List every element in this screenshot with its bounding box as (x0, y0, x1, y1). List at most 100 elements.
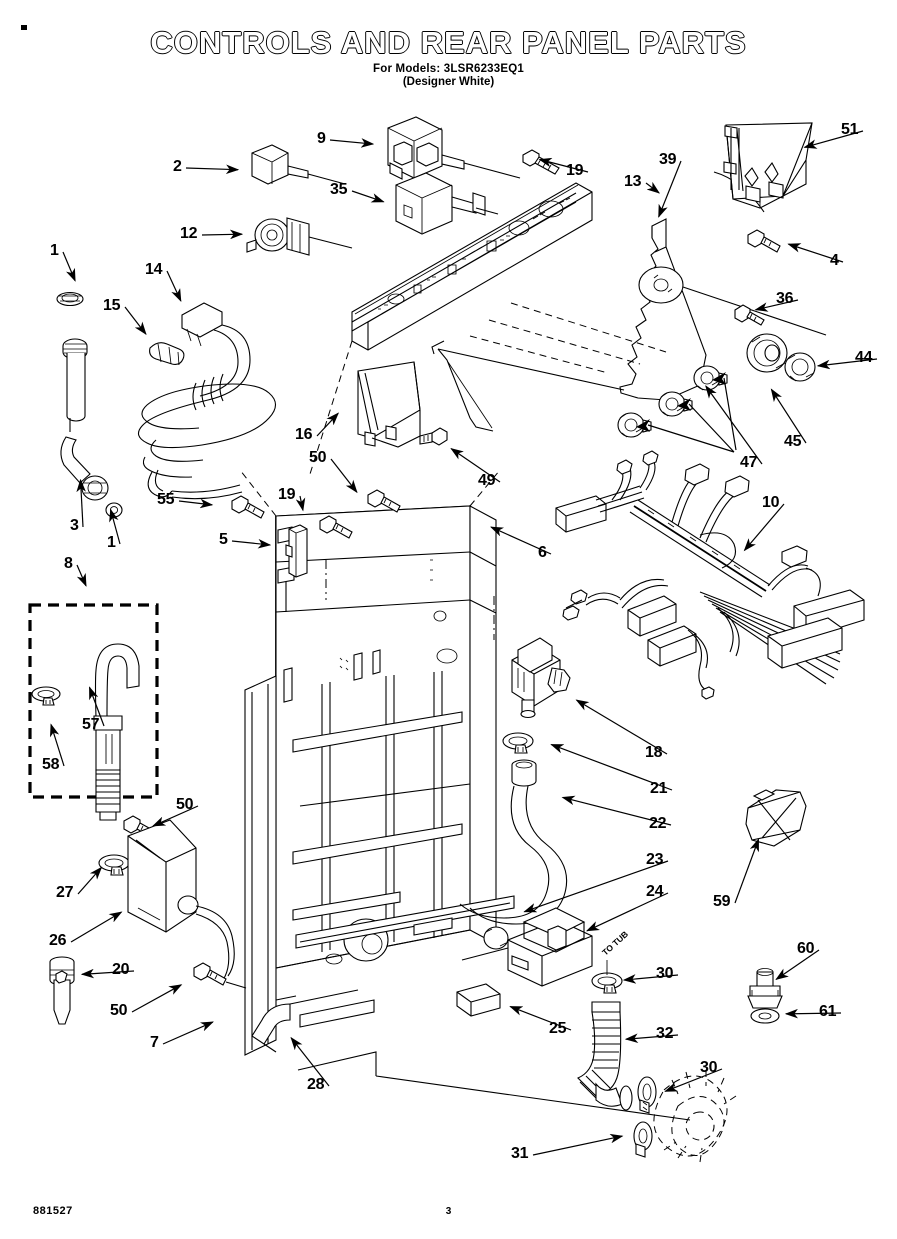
part-1-washer-top (57, 293, 83, 306)
document-number: 881527 (33, 1205, 73, 1217)
callout-number: 19 (278, 486, 296, 503)
page-title: CONTROLS AND REAR PANEL PARTS (150, 25, 747, 60)
part-26-air-dome (128, 820, 246, 988)
part-31-clamp (634, 1122, 652, 1157)
part-50-screw-upper (368, 490, 400, 512)
part-61-washer (751, 1009, 779, 1023)
callout-number: 30 (656, 965, 674, 982)
part-19-screw-top (523, 150, 559, 174)
callout-number: 26 (49, 932, 67, 949)
callout-leader (71, 911, 123, 942)
part-49-screw (420, 428, 447, 445)
part-9-switch (388, 117, 520, 179)
registration-mark (21, 25, 27, 30)
callout-leader (330, 138, 375, 148)
part-35-switch (396, 173, 498, 234)
callout-leader-lines (50, 131, 877, 1155)
title-block: CONTROLS AND REAR PANEL PARTS For Models… (0, 25, 897, 89)
page-number: 3 (445, 1206, 452, 1217)
callout-leader (787, 243, 843, 262)
callout-number: 4 (830, 252, 839, 269)
callout-number: 36 (776, 290, 794, 307)
callout-number: 13 (624, 173, 642, 190)
callout-leader (290, 1036, 329, 1086)
part-57-drain-hose (94, 644, 139, 820)
callout-leader (538, 157, 588, 172)
callout-number: 15 (103, 297, 121, 314)
part-18-water-valve (512, 638, 570, 718)
callout-leader (295, 496, 306, 512)
part-10-wire-harness (556, 451, 864, 699)
callout-leader (754, 300, 798, 312)
callout-number: 35 (330, 181, 348, 198)
callout-leader (550, 745, 672, 790)
callout-number: 50 (176, 796, 194, 813)
callout-leader (775, 950, 819, 981)
part-15-clamp (150, 343, 184, 365)
callout-leader (784, 1008, 841, 1019)
callout-leader (450, 447, 500, 482)
callout-leader (90, 686, 104, 726)
callout-leader (523, 861, 668, 912)
callout-leader (624, 1033, 678, 1044)
callout-number: 6 (538, 544, 547, 561)
callout-number: 9 (317, 130, 326, 147)
callout-leader (186, 164, 240, 175)
callout-leader (76, 478, 86, 527)
callout-leader (816, 359, 877, 370)
callout-number: 1 (107, 534, 116, 551)
callout-leader (163, 1022, 214, 1044)
callout-number: 14 (145, 261, 163, 278)
callout-number: 60 (797, 940, 815, 957)
callout-leader (659, 161, 681, 218)
callout-number: 21 (650, 780, 668, 797)
models-line: For Models: 3LSR6233EQ1 (373, 63, 524, 75)
callout-number: 39 (659, 151, 677, 168)
part-47-knobs (618, 366, 736, 452)
callout-number: 50 (309, 449, 327, 466)
callout-leader (78, 866, 103, 894)
part-4-screw (714, 172, 780, 252)
callout-leader (77, 565, 86, 587)
callout-number: 5 (219, 531, 228, 548)
callout-leader (622, 974, 678, 984)
part-3-inlet-hose (61, 339, 108, 500)
callout-number: 16 (295, 426, 313, 443)
part-60-coupling (748, 969, 782, 1009)
part-1-washer-lower (106, 503, 122, 517)
part-14-power-cord (138, 303, 275, 499)
callout-number: 24 (646, 883, 664, 900)
callout-number: 50 (110, 1002, 128, 1019)
callout-number: 2 (173, 158, 182, 175)
callout-number: 10 (762, 494, 780, 511)
callout-number: 3 (70, 517, 79, 534)
callout-number: 19 (566, 162, 584, 179)
callout-number: 55 (157, 491, 175, 508)
part-21-clamp (503, 733, 533, 753)
part-28-tube (252, 990, 358, 1052)
callout-number: 44 (855, 349, 873, 366)
part-30-clamp-top (592, 960, 622, 993)
callout-number: 28 (307, 1076, 325, 1093)
callout-number: 27 (56, 884, 74, 901)
part-5-screw (320, 516, 352, 538)
callout-number: 58 (42, 756, 60, 773)
callout-leader (664, 1069, 722, 1091)
part-51-bracket (724, 123, 812, 208)
callout-leader (561, 795, 671, 825)
callout-leader (125, 307, 147, 336)
callout-leader (331, 459, 358, 494)
callout-number: 12 (180, 225, 198, 242)
callout-number: 20 (112, 961, 130, 978)
callout-number: 49 (478, 472, 496, 489)
callout-leader (646, 181, 661, 194)
callout-leader (202, 229, 244, 240)
part-16-bracket (358, 362, 420, 447)
callout-number: 25 (549, 1020, 567, 1037)
callout-leader (317, 412, 339, 436)
callout-leader (533, 1133, 624, 1155)
callout-leader (705, 385, 762, 464)
part-2-switch (252, 145, 345, 184)
part-45-44-knobs (747, 334, 815, 381)
